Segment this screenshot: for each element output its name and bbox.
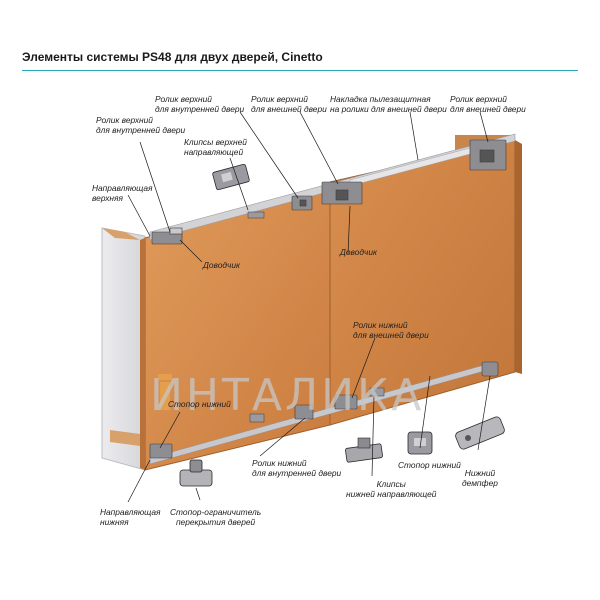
fitting-roller-bottom-outer <box>334 394 358 410</box>
leader-lines <box>127 111 491 503</box>
fitting-roller-bottom-left <box>149 443 173 459</box>
detail-clips-top <box>212 163 250 191</box>
cabinet-left-shelf-bottom <box>110 430 140 446</box>
inner-door-edge <box>140 238 145 470</box>
fitting-clip-top <box>247 211 265 219</box>
fitting-damper-right <box>481 361 499 377</box>
detail-clips-bottom <box>345 437 383 463</box>
watermark-logo-icon <box>158 374 172 410</box>
label-closer-left: Доводчик <box>203 260 240 270</box>
fitting-roller-top-outer-mid <box>321 181 363 205</box>
page-title: Элементы системы PS48 для двух дверей, C… <box>22 50 323 64</box>
label-stopper-bottom-right: Стопор нижний <box>398 460 461 470</box>
detail-stopper-right <box>407 431 433 455</box>
detail-stopper-overlap <box>179 459 213 487</box>
fitting-roller-top-inner-mid <box>291 195 313 211</box>
label-closer-mid: Доводчик <box>340 247 377 257</box>
detail-damper <box>455 416 505 450</box>
title-underline <box>22 70 578 71</box>
watermark-text: ИНТАЛИКА <box>150 370 425 421</box>
fitting-roller-top-outer-right <box>469 139 507 171</box>
fitting-stopper-bottom-left <box>249 413 265 423</box>
outer-door-edge <box>515 140 522 374</box>
cabinet-left-shelf-top <box>102 228 140 240</box>
fitting-roller-top-inner-left <box>151 227 183 245</box>
label-stopper-bottom-left: Стопор нижний <box>168 399 231 409</box>
fitting-clip-bottom <box>369 387 385 397</box>
